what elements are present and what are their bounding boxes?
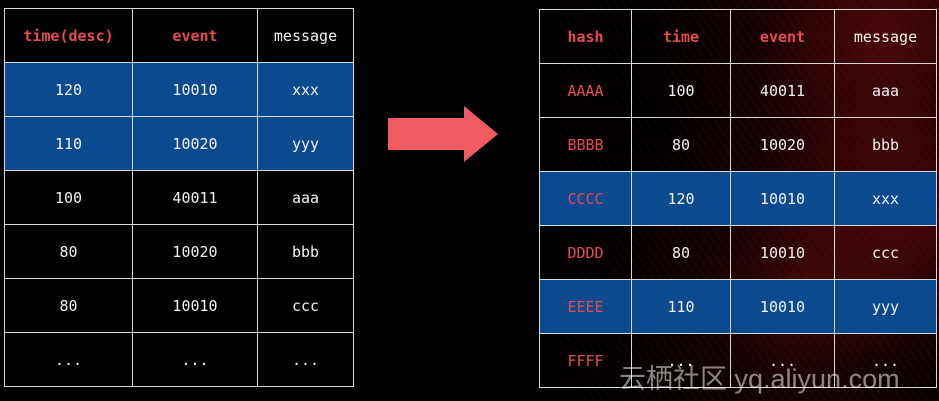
right-table: hash time event message AAAA 100 40011 a…	[539, 9, 937, 388]
table-cell: 10020	[730, 117, 835, 172]
table-cell: 80	[4, 224, 133, 279]
table-cell: 10020	[132, 116, 258, 171]
hash-cell: DDDD	[539, 225, 632, 280]
table-cell: 100	[4, 170, 133, 225]
right-header-time: time	[631, 9, 731, 64]
table-cell: 80	[631, 225, 731, 280]
table-cell: 80	[4, 278, 133, 333]
table-cell: 10010	[730, 279, 835, 334]
table-cell: ...	[132, 332, 258, 387]
table-cell: ...	[4, 332, 133, 387]
table-cell: 100	[631, 63, 731, 118]
table-cell: ...	[834, 333, 937, 388]
table-cell: 110	[631, 279, 731, 334]
table-cell: yyy	[257, 116, 354, 171]
table-row: FFFF ... ... ...	[539, 333, 937, 388]
left-header-row: time(desc) event message	[4, 8, 354, 63]
table-cell: xxx	[834, 171, 937, 226]
left-header-event: event	[132, 8, 258, 63]
table-cell: 40011	[730, 63, 835, 118]
table-cell: 120	[631, 171, 731, 226]
right-header-row: hash time event message	[539, 9, 937, 64]
hash-cell: AAAA	[539, 63, 632, 118]
table-row: DDDD 80 10010 ccc	[539, 225, 937, 280]
table-cell: aaa	[834, 63, 937, 118]
table-cell: ...	[257, 332, 354, 387]
left-header-message: message	[257, 8, 354, 63]
table-cell: bbb	[834, 117, 937, 172]
table-cell: ccc	[257, 278, 354, 333]
table-cell: bbb	[257, 224, 354, 279]
table-row: 110 10020 yyy	[4, 116, 354, 171]
right-header-event: event	[730, 9, 835, 64]
table-cell: 110	[4, 116, 133, 171]
table-row: 100 40011 aaa	[4, 170, 354, 225]
right-arrow-icon	[388, 106, 498, 162]
table-cell: ...	[730, 333, 835, 388]
table-row: ... ... ...	[4, 332, 354, 387]
table-cell: 40011	[132, 170, 258, 225]
right-header-hash: hash	[539, 9, 632, 64]
table-cell: xxx	[257, 62, 354, 117]
hash-cell: CCCC	[539, 171, 632, 226]
table-row: BBBB 80 10020 bbb	[539, 117, 937, 172]
table-row: CCCC 120 10010 xxx	[539, 171, 937, 226]
table-cell: aaa	[257, 170, 354, 225]
table-row: AAAA 100 40011 aaa	[539, 63, 937, 118]
table-cell: 10020	[132, 224, 258, 279]
table-cell: ...	[631, 333, 731, 388]
table-cell: 80	[631, 117, 731, 172]
left-table: time(desc) event message 120 10010 xxx 1…	[4, 8, 354, 387]
hash-cell: BBBB	[539, 117, 632, 172]
table-cell: 10010	[730, 225, 835, 280]
hash-cell: FFFF	[539, 333, 632, 388]
hash-cell: EEEE	[539, 279, 632, 334]
table-cell: 10010	[730, 171, 835, 226]
table-cell: 120	[4, 62, 133, 117]
table-row: 80 10020 bbb	[4, 224, 354, 279]
right-header-message: message	[834, 9, 937, 64]
table-row: 120 10010 xxx	[4, 62, 354, 117]
table-cell: ccc	[834, 225, 937, 280]
table-row: 80 10010 ccc	[4, 278, 354, 333]
table-cell: 10010	[132, 278, 258, 333]
table-cell: 10010	[132, 62, 258, 117]
left-header-time: time(desc)	[4, 8, 133, 63]
table-row: EEEE 110 10010 yyy	[539, 279, 937, 334]
table-cell: yyy	[834, 279, 937, 334]
